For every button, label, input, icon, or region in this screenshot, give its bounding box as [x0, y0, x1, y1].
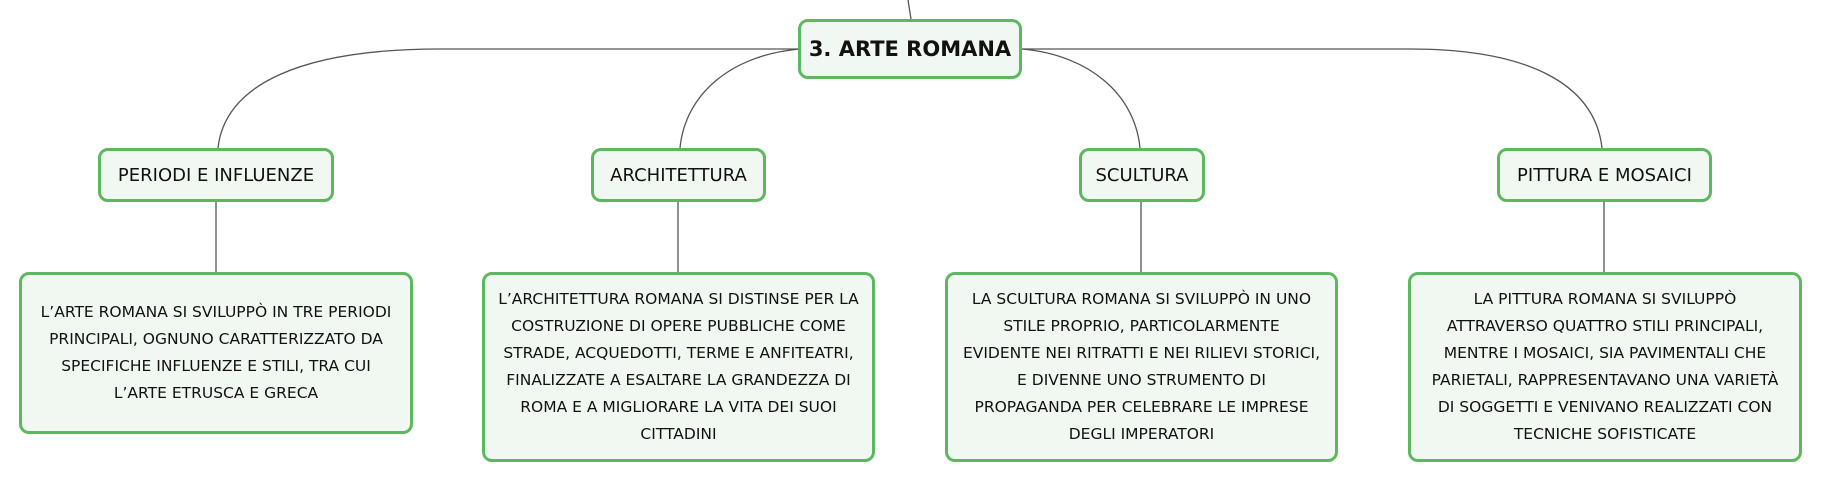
description-line: TECNICHE SOFISTICATE [1513, 425, 1697, 443]
category-scultura[interactable]: SCULTURA [1079, 148, 1205, 202]
description-scultura[interactable]: LA SCULTURA ROMANA SI SVILUPPÒ IN UNO ST… [945, 272, 1338, 462]
description-line: ATTRAVERSO QUATTRO STILI PRINCIPALI, [1446, 317, 1764, 335]
category-label: PERIODI E INFLUENZE [117, 164, 315, 186]
description-architettura[interactable]: L’ARCHITETTURA ROMANA SI DISTINSE PER LA… [482, 272, 875, 462]
category-architettura[interactable]: ARCHITETTURA [591, 148, 766, 202]
description-line: LA SCULTURA ROMANA SI SVILUPPÒ IN UNO [971, 290, 1312, 308]
description-line: ROMA E A MIGLIORARE LA VITA DEI SUOI [520, 398, 837, 416]
description-line: STILE PROPRIO, PARTICOLARMENTE [1003, 317, 1280, 335]
category-periodi-e-influenze[interactable]: PERIODI E INFLUENZE [98, 148, 334, 202]
description-line: DI SOGGETTI E VENIVANO REALIZZATI CON [1437, 398, 1773, 416]
connector-root-scultura [1021, 48, 1141, 149]
root-label: 3. ARTE ROMANA [808, 37, 1012, 61]
connector-top [907, 0, 912, 20]
root-node[interactable]: 3. ARTE ROMANA [798, 19, 1022, 79]
description-line: MENTRE I MOSAICI, SIA PAVIMENTALI CHE [1443, 344, 1767, 362]
description-line: LA PITTURA ROMANA SI SVILUPPÒ [1473, 290, 1737, 308]
description-periodi-e-influenze[interactable]: L’ARTE ROMANA SI SVILUPPÒ IN TRE PERIODI… [19, 272, 413, 434]
description-line: E DIVENNE UNO STRUMENTO DI [1017, 371, 1266, 389]
connector-root-pittura [1022, 48, 1603, 149]
connector-root-architettura [679, 48, 801, 149]
category-label: SCULTURA [1095, 164, 1189, 186]
description-line: L’ARCHITETTURA ROMANA SI DISTINSE PER LA [498, 290, 859, 308]
description-line: L’ARTE ETRUSCA E GRECA [113, 384, 319, 402]
description-line: PRINCIPALI, OGNUNO CARATTERIZZATO DA [49, 330, 383, 348]
description-line: L’ARTE ROMANA SI SVILUPPÒ IN TRE PERIODI [40, 303, 392, 321]
description-line: PROPAGANDA PER CELEBRARE LE IMPRESE [974, 398, 1309, 416]
description-line: EVIDENTE NEI RITRATTI E NEI RILIEVI STOR… [962, 344, 1321, 362]
connector-root-periodi [217, 48, 800, 149]
description-pittura-e-mosaici[interactable]: LA PITTURA ROMANA SI SVILUPPÒ ATTRAVERSO… [1408, 272, 1802, 462]
description-line: FINALIZZATE A ESALTARE LA GRANDEZZA DI [506, 371, 851, 389]
category-label: ARCHITETTURA [610, 164, 747, 186]
description-line: COSTRUZIONE DI OPERE PUBBLICHE COME [511, 317, 846, 335]
category-label: PITTURA E MOSAICI [1517, 164, 1692, 186]
description-line: DEGLI IMPERATORI [1068, 425, 1215, 443]
description-line: CITTADINI [640, 425, 717, 443]
description-line: STRADE, ACQUEDOTTI, TERME E ANFITEATRI, [503, 344, 854, 362]
description-line: SPECIFICHE INFLUENZE E STILI, TRA CUI [61, 357, 371, 375]
category-pittura-e-mosaici[interactable]: PITTURA E MOSAICI [1497, 148, 1712, 202]
description-line: PARIETALI, RAPPRESENTAVANO UNA VARIETÀ [1431, 371, 1779, 389]
